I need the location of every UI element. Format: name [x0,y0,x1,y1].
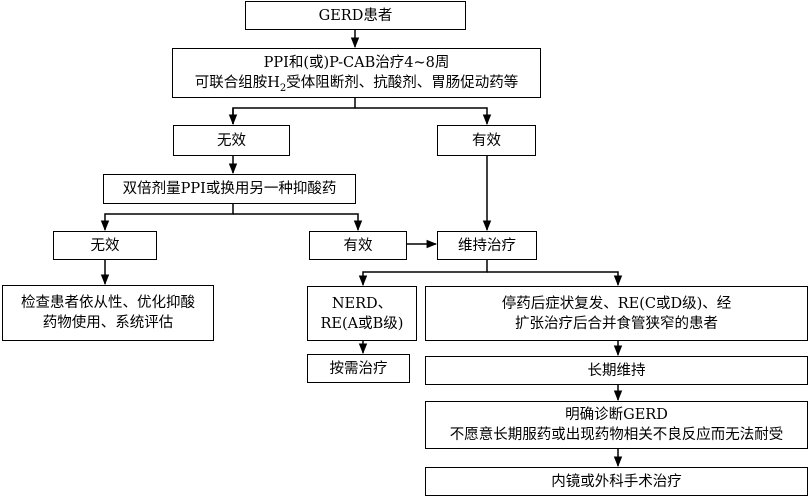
node-ineffective-1: 无效 [173,125,290,156]
node-relapse-line1: 停药后症状复发、RE(C或D级)、经 [501,295,732,312]
node-maintenance: 维持治疗 [437,231,537,260]
node-confirm-line2: 不愿意长期服药或出现药物相关不良反应而无法耐受 [449,427,784,443]
node-double-dose-label: 双倍剂量PPI或换用另一种抑酸药 [122,181,337,197]
node-check-line2: 药物使用、系统评估 [42,315,174,331]
branch-ppi-outcomes [232,97,356,124]
node-gerd-patient: GERD患者 [245,1,466,30]
node-on-demand-label: 按需治疗 [329,360,388,377]
node-ppi-line1: PPI和(或)P-CAB治疗4~8周 [263,55,450,71]
node-double-dose: 双倍剂量PPI或换用另一种抑酸药 [103,174,356,204]
node-check-compliance: 检查患者依从性、优化抑酸 药物使用、系统评估 [2,285,214,341]
arrow-ppi-to-effective-1 [355,107,492,126]
node-on-demand: 按需治疗 [307,354,410,383]
node-ppi-treatment: PPI和(或)P-CAB治疗4~8周 可联合组胺H2受体阻断剂、抗酸剂、胃肠促动… [172,48,541,98]
node-maintenance-label: 维持治疗 [458,237,516,254]
branch-double-outcomes [100,203,234,232]
node-surgery: 内镜或外科手术治疗 [425,467,808,496]
node-effective-1: 有效 [437,125,536,156]
node-nerd-line2: RE(A或B级) [320,315,404,332]
node-ineffective-2: 无效 [53,231,157,260]
node-ppi-line2-post: 受体阻断剂、抗酸剂、胃肠促动药等 [286,75,519,91]
node-relapse: 停药后症状复发、RE(C或D级)、经 扩张治疗后合并食管狭窄的患者 [425,286,808,341]
node-gerd-patient-label: GERD患者 [318,7,393,24]
node-effective-2-label: 有效 [343,237,373,254]
arrow-double-to-effective-2 [233,213,363,232]
node-nerd-line1: NERD、 [331,295,393,312]
node-surgery-label: 内镜或外科手术治疗 [551,473,682,490]
node-ppi-line2-sub: 2 [279,82,287,94]
node-check-line1: 检查患者依从性、优化抑酸 [21,295,195,311]
node-nerd: NERD、 RE(A或B级) [307,286,417,341]
arrow-maintenance-to-relapse [487,271,623,287]
node-effective-1-label: 有效 [472,132,501,149]
node-confirm-diagnosis: 明确诊断GERD 不愿意长期服药或出现药物相关不良反应而无法耐受 [425,401,808,449]
node-effective-2: 有效 [309,231,407,260]
branch-maintenance-outcomes [358,259,488,287]
node-ppi-line2: 可联合组胺H2受体阻断剂、抗酸剂、胃肠促动药等 [195,73,519,93]
node-confirm-line1: 明确诊断GERD [565,407,668,423]
node-ppi-line2-pre: 可联合组胺H [194,75,280,91]
node-ineffective-2-label: 无效 [90,237,120,254]
node-long-term-label: 长期维持 [587,362,646,379]
node-long-term: 长期维持 [425,356,808,385]
node-relapse-line2: 扩张治疗后合并食管狭窄的患者 [515,315,718,332]
node-ineffective-1-label: 无效 [217,132,246,149]
